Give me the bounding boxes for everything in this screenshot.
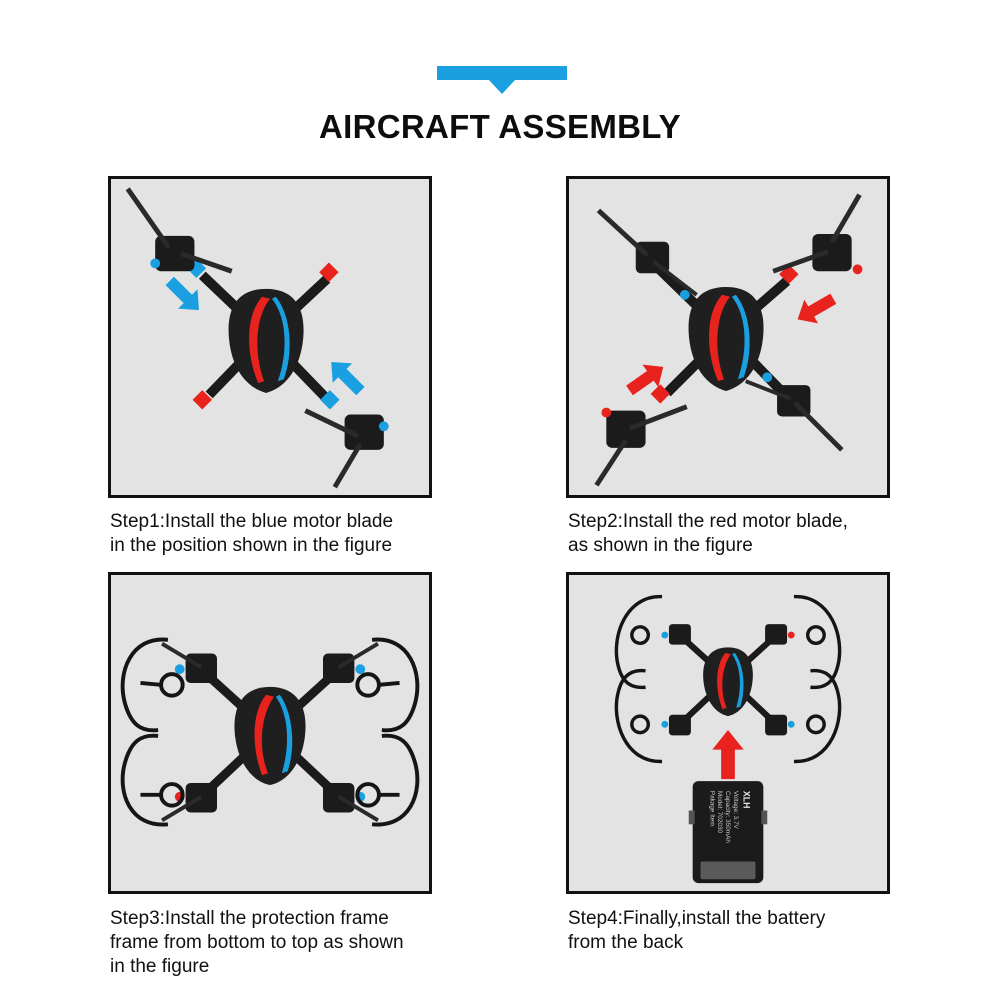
caption-line: frame from bottom to top as shown [110, 932, 404, 953]
caption-line: Step2:Install the red motor blade, [568, 511, 848, 532]
step4-caption: Step4:Finally,install the battery from t… [568, 907, 928, 955]
page-title: AIRCRAFT ASSEMBLY [318, 108, 681, 145]
caption-line: Step3:Install the protection frame [110, 908, 389, 929]
step1-illustration [108, 176, 432, 498]
step2-caption: Step2:Install the red motor blade, as sh… [568, 510, 928, 558]
header-banner-tab [437, 66, 567, 94]
battery-label-line: Pakage Item [708, 791, 715, 827]
caption-line: in the figure [110, 956, 210, 977]
battery-label-line: Model: 702030 [716, 791, 723, 834]
step1-caption: Step1:Install the blue motor blade in th… [110, 510, 470, 558]
caption-line: Step4:Finally,install the battery [568, 908, 826, 929]
battery-label-line: Voltage: 3.7V [732, 791, 739, 830]
battery-label-line: Capacity: 350mAh [724, 791, 731, 843]
step3-illustration [108, 572, 432, 894]
step3-caption: Step3:Install the protection frame frame… [110, 907, 470, 979]
caption-line: as shown in the figure [568, 535, 753, 556]
battery-brand-logo: XLH [742, 791, 752, 809]
step4-illustration: Pakage Item Model: 702030 Capacity: 350m… [566, 572, 890, 894]
caption-line: in the position shown in the figure [110, 535, 393, 556]
caption-line: from the back [568, 932, 684, 953]
caption-line: Step1:Install the blue motor blade [110, 511, 394, 532]
step2-illustration [566, 176, 890, 498]
